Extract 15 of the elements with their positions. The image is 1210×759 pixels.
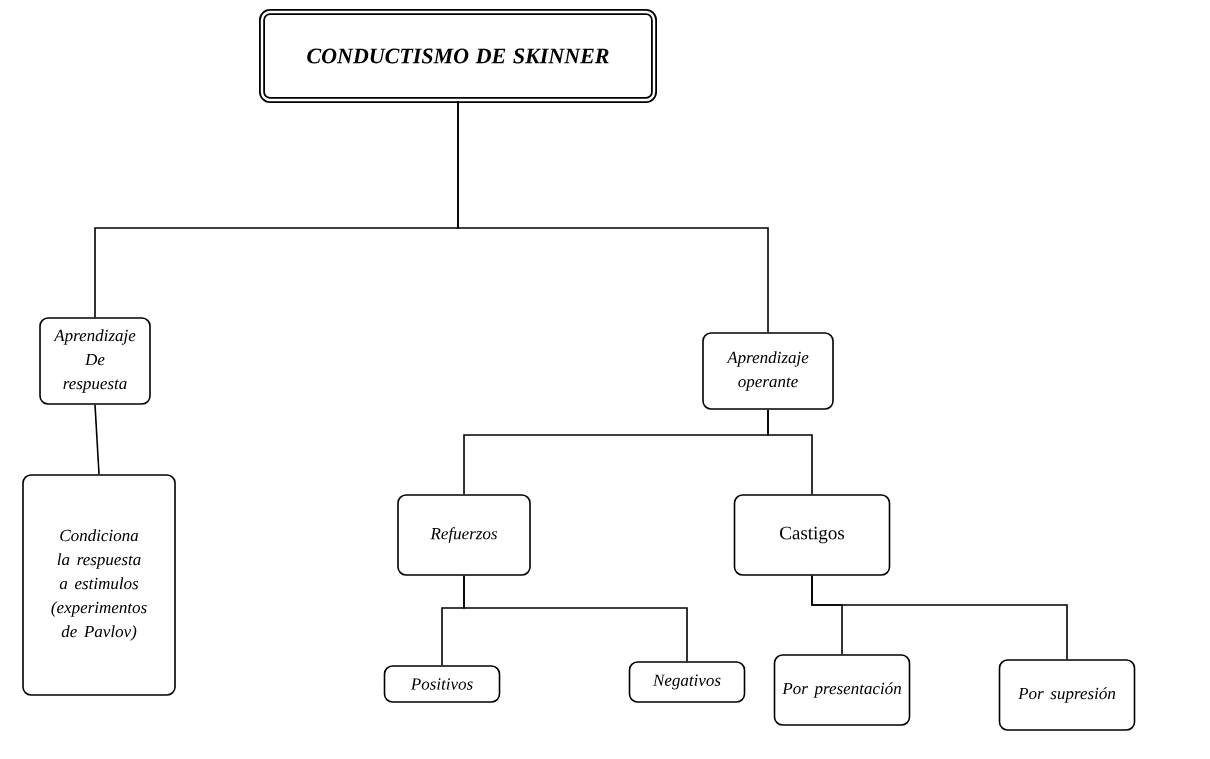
concept-box: Refuerzos — [397, 494, 531, 576]
concept-box: Aprendizaje De respuesta — [39, 317, 151, 405]
concept-box: Por supresión — [998, 659, 1136, 731]
concept-box: Positivos — [383, 665, 501, 703]
connector-line — [811, 575, 1068, 660]
connector-line — [457, 100, 769, 333]
concept-box: Negativos — [628, 661, 746, 703]
connector-line — [94, 404, 100, 475]
connector-line — [767, 409, 813, 495]
concept-box: Por presentación — [773, 654, 911, 726]
connector-line — [463, 575, 688, 662]
title-box: CONDUCTISMO DE SKINNER — [259, 9, 657, 103]
concept-box: Aprendizaje operante — [702, 332, 834, 410]
concept-box: Castigos — [733, 494, 891, 576]
concept-box: Condiciona la respuesta a estimulos (experimentos de Pavlov) — [22, 474, 176, 696]
